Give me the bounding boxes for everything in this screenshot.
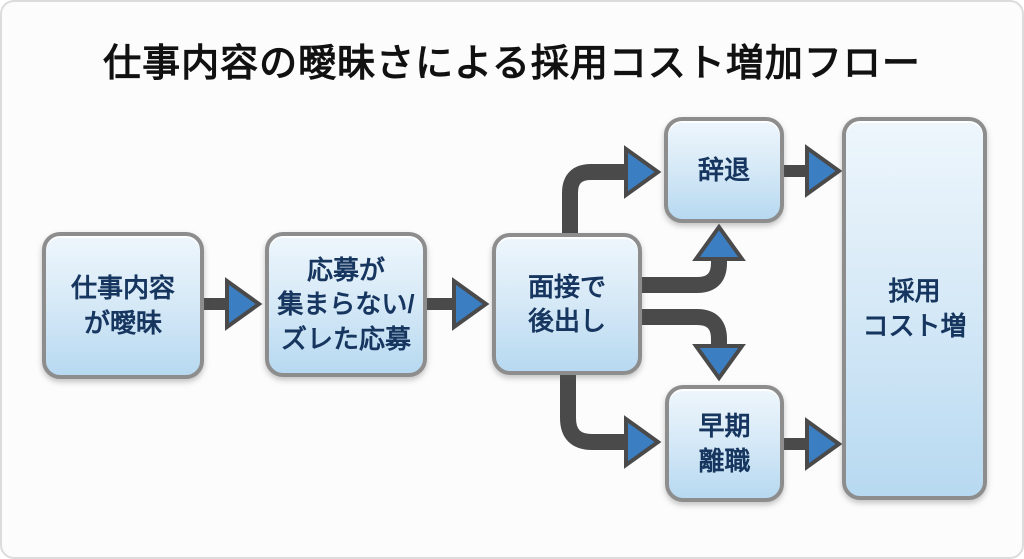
node-label: 仕事内容 が曖昧: [70, 273, 175, 338]
node-decline: 辞退: [664, 117, 784, 223]
node-label: 応募が 集まらない/ ズレた応募: [277, 255, 415, 354]
node-cost-increase: 採用 コスト増: [842, 117, 987, 500]
node-label: 早期 離職: [698, 411, 751, 476]
node-label: 面接で 後出し: [527, 271, 606, 336]
arrow-right-icon: [624, 415, 662, 469]
arrow-up-icon: [692, 223, 746, 261]
edge-late-to-decline-up: [642, 223, 746, 293]
arrow-right-icon: [805, 417, 843, 471]
arrow-right-icon: [805, 144, 843, 198]
edge-early-to-cost: [783, 417, 843, 471]
diagram-title: 仕事内容の曖昧さによる採用コスト増加フロー: [103, 43, 921, 85]
edge-late-to-decline-top: [562, 145, 662, 236]
arrow-right-icon: [452, 277, 490, 331]
node-ambiguous-job: 仕事内容 が曖昧: [42, 232, 204, 379]
node-label: 採用 コスト増: [862, 276, 967, 341]
arrow-right-icon: [225, 277, 263, 331]
edge-decline-to-cost: [783, 144, 843, 198]
node-few-applicants: 応募が 集まらない/ ズレた応募: [265, 232, 427, 377]
node-late-disclosure: 面接で 後出し: [492, 233, 642, 375]
node-label: 辞退: [697, 154, 750, 185]
edge-few-to-late: [427, 277, 490, 331]
arrow-right-icon: [624, 145, 662, 199]
edge-late-to-early-down: [642, 309, 746, 382]
edge-late-to-early-bottom: [560, 374, 662, 469]
edge-ambiguous-to-few: [202, 277, 263, 331]
node-early-turnover: 早期 離職: [665, 385, 784, 502]
arrow-down-icon: [692, 344, 746, 382]
